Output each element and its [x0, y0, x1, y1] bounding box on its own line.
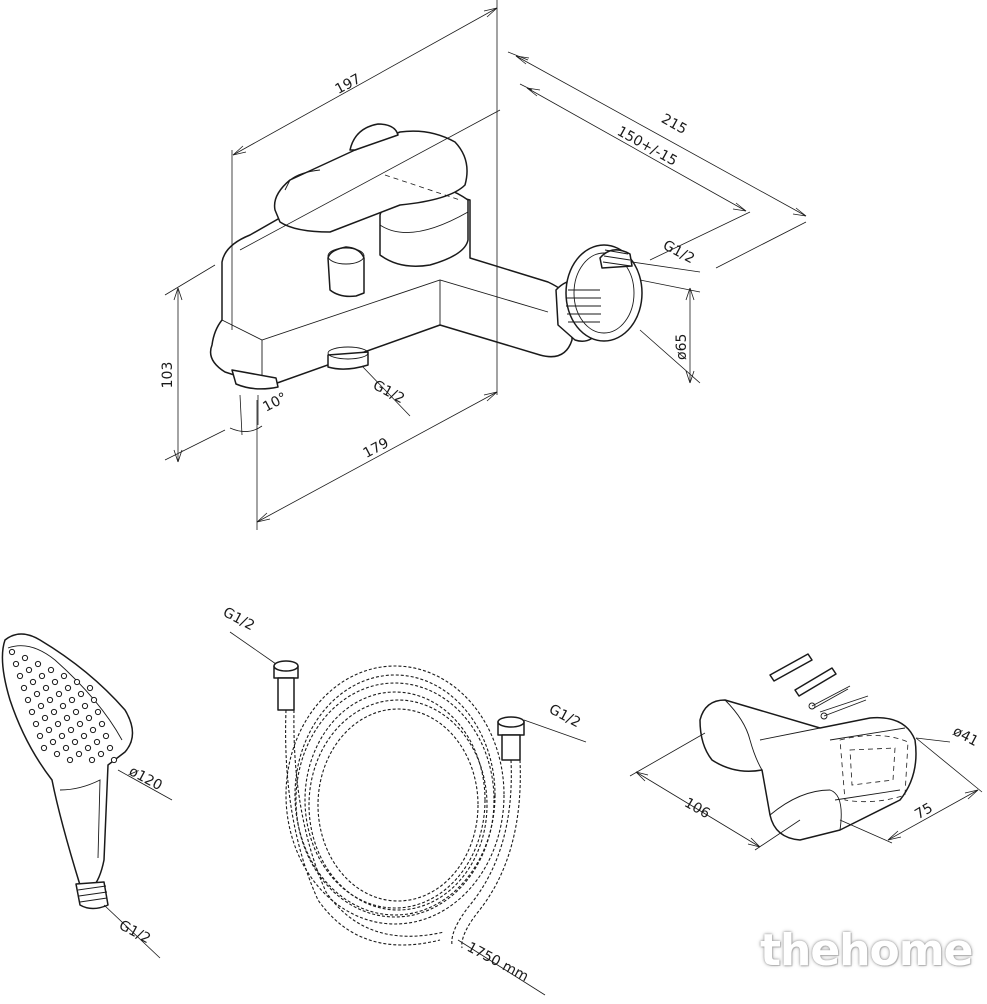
holder-width-label: 75 — [912, 800, 935, 823]
dim-197-label: 197 — [333, 71, 364, 98]
holder-length-label: 106 — [681, 795, 712, 822]
hose-drawing: G1/2 G1/2 1750 mm — [220, 604, 587, 996]
dim-flange-label: ø65 — [674, 334, 690, 360]
hose-thread-right-label: G1/2 — [546, 701, 583, 731]
thread-outlet-label: G1/2 — [370, 377, 407, 407]
hose-coils — [285, 665, 521, 949]
dim-215-label: 215 — [658, 111, 689, 138]
watermark-logo: thehome — [760, 925, 973, 976]
thread-inlet-label: G1/2 — [660, 237, 697, 267]
hand-shower-diameter-label: ø120 — [126, 763, 165, 794]
hand-shower-thread-label: G1/2 — [116, 917, 153, 947]
shower-nozzles — [8, 648, 118, 764]
holder-diameter-label: ø41 — [950, 723, 981, 750]
faucet-drawing: 197 215 150+/-15 103 179 10° G1/2 G1/2 ø… — [160, 0, 807, 530]
hose-thread-top-label: G1/2 — [220, 604, 257, 634]
dim-angle-label: 10° — [260, 390, 289, 416]
hose-length-label: 1750 mm — [464, 939, 531, 985]
dim-103-label: 103 — [160, 362, 176, 389]
hand-shower-drawing: ø120 G1/2 — [1, 633, 173, 959]
holder-drawing: 106 75 ø41 — [629, 653, 983, 851]
